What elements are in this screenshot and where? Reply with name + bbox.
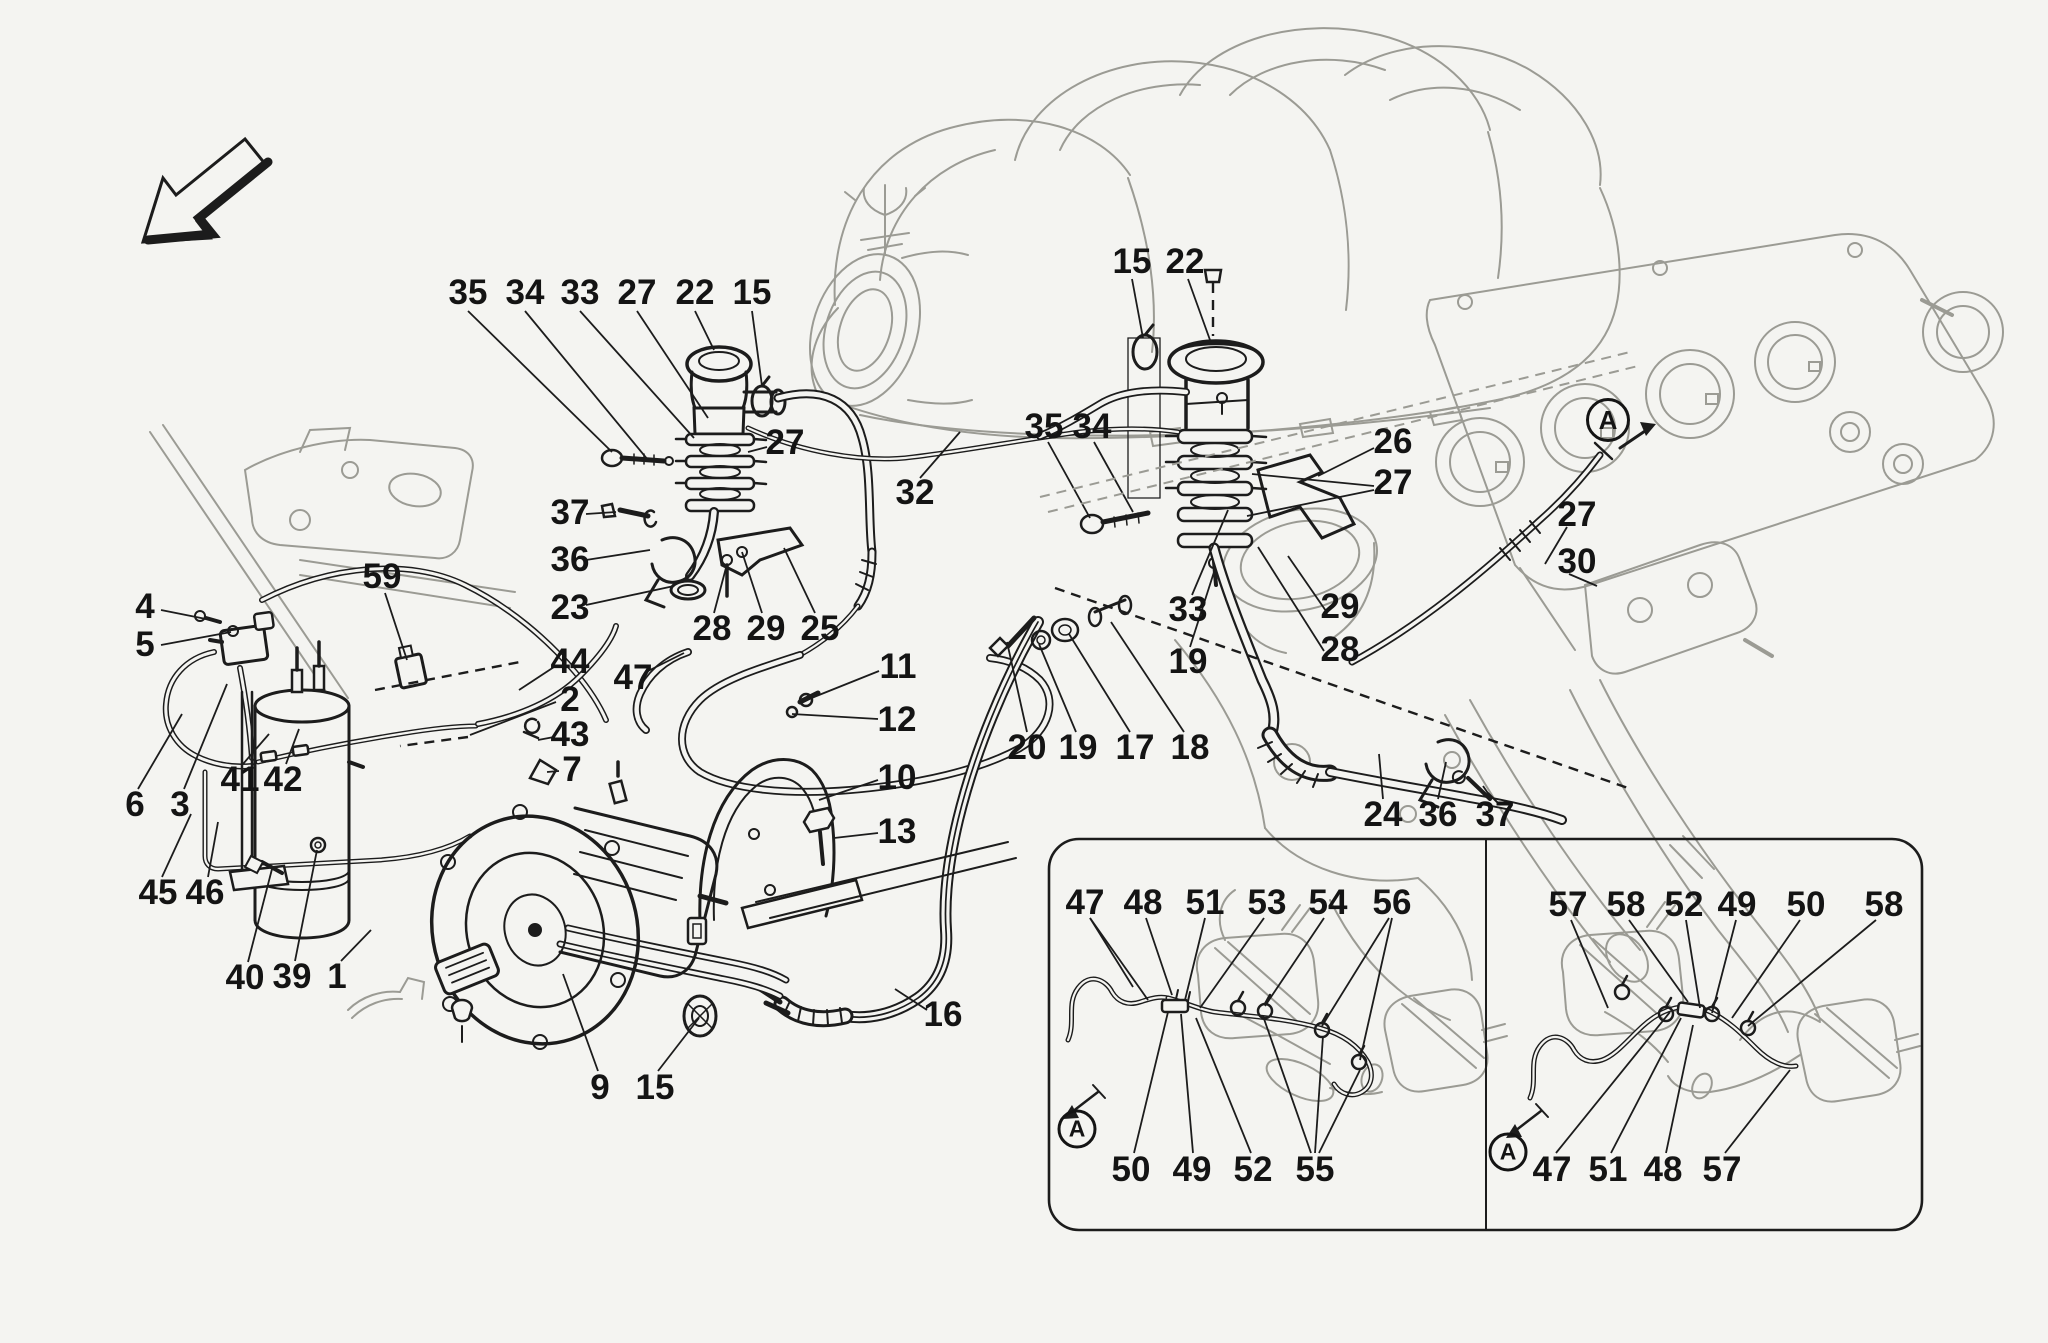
direction-arrow-icon	[140, 136, 273, 245]
air-valve-left	[600, 345, 787, 601]
pump-bracket	[686, 758, 1017, 946]
inset-frame	[1047, 837, 1924, 1232]
inset-right-tube	[1506, 974, 1799, 1138]
air-valve-right	[1079, 268, 1656, 825]
trident-emblem-ghost	[844, 184, 926, 256]
components-art	[140, 136, 1924, 1232]
inset-left-tube	[1063, 976, 1374, 1119]
inset-right-exhaust-ghost	[1560, 901, 1921, 1103]
inset-left-exhaust-ghost	[1195, 889, 1508, 1103]
vacuum-solenoid-group	[162, 565, 619, 872]
left-hardware	[600, 502, 697, 609]
leader-lines	[137, 278, 1877, 1154]
vapor-canister	[228, 640, 365, 940]
air-pump	[429, 760, 729, 1050]
engine-ghost-art	[149, 27, 2004, 1103]
cam-ports-ghost	[1435, 321, 1836, 507]
air-pipes	[556, 594, 1133, 1038]
